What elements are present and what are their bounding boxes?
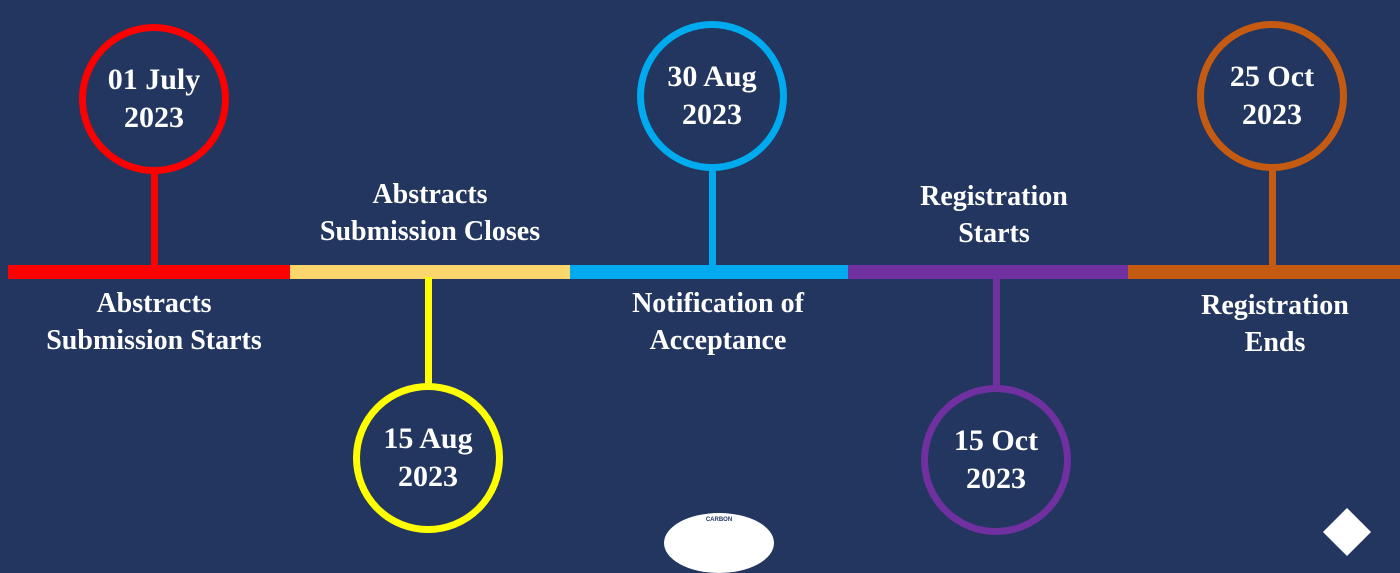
timeline-segment-3	[570, 265, 848, 279]
milestone-4-date-circle: 15 Oct 2023	[921, 385, 1071, 535]
milestone-2-label-line2: Submission Closes	[319, 216, 541, 247]
milestone-4-label-line1: Registration	[920, 181, 1068, 212]
milestone-1-connector	[151, 168, 158, 267]
milestone-1-label-line1: Abstracts	[96, 288, 212, 319]
milestone-5-label-line1: Registration	[1201, 290, 1349, 321]
milestone-5-connector	[1269, 168, 1276, 267]
footer-logo: CARBON	[664, 513, 774, 573]
timeline-segment-1	[8, 265, 290, 279]
milestone-2-date-day: 15 Aug	[383, 422, 473, 455]
milestone-3-label-line1: Notification of	[632, 288, 804, 319]
milestone-3-label-line2: Acceptance	[649, 325, 787, 356]
milestone-4-date-year: 2023	[966, 462, 1026, 495]
milestone-1-label-line2: Submission Starts	[46, 325, 262, 356]
milestone-4-label-line2: Starts	[958, 218, 1030, 249]
milestone-5-date-year: 2023	[1242, 98, 1302, 131]
milestone-1-date-day: 01 July	[107, 63, 201, 96]
footer-logo-text: CARBON	[705, 517, 733, 523]
milestone-1-label: Abstracts Submission Starts	[4, 285, 304, 359]
milestone-3-date-circle: 30 Aug 2023	[637, 21, 787, 171]
milestone-4-date-day: 15 Oct	[953, 424, 1039, 457]
timeline-diagram: 01 July 2023 15 Aug 2023 30 Aug 2023 15 …	[4, 21, 1400, 573]
milestone-3-date-year: 2023	[682, 98, 742, 131]
timeline-segment-4	[848, 265, 1128, 279]
timeline-segment-2	[290, 265, 570, 279]
milestone-3-label: Notification of Acceptance	[568, 285, 868, 359]
milestone-1-date-circle: 01 July 2023	[79, 24, 229, 174]
milestone-5-date-circle: 25 Oct 2023	[1197, 21, 1347, 171]
milestone-4-connector	[993, 277, 1000, 387]
milestone-2-label-line1: Abstracts	[372, 179, 488, 210]
milestone-1-date-year: 2023	[124, 101, 184, 134]
corner-decoration	[1322, 507, 1372, 557]
milestone-3-date-day: 30 Aug	[667, 60, 757, 93]
timeline-segment-5	[1128, 265, 1400, 279]
milestone-2-date-year: 2023	[398, 460, 458, 493]
milestone-4-label: Registration Starts	[844, 178, 1144, 252]
milestone-5-date-day: 25 Oct	[1229, 60, 1315, 93]
milestone-2-label: Abstracts Submission Closes	[280, 176, 580, 250]
milestone-3-connector	[709, 168, 716, 267]
milestone-2-connector	[425, 277, 432, 385]
milestone-2-date-circle: 15 Aug 2023	[353, 383, 503, 533]
milestone-5-label-line2: Ends	[1244, 327, 1306, 358]
milestone-5-label: Registration Ends	[1125, 287, 1400, 361]
